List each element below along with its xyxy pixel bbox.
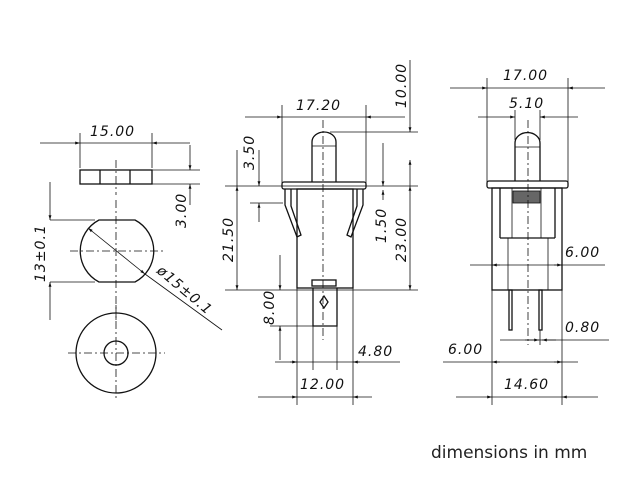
dim-front-plunger: 5.10 <box>509 96 544 112</box>
dim-side-plunger: 3.50 <box>242 135 258 170</box>
side-view: 17.20 10.00 23.00 1.50 21.50 3.50 8.00 <box>221 60 418 405</box>
dim-side-tab: 4.80 <box>358 344 393 360</box>
dim-washer-flat: 13±0.1 <box>33 224 49 282</box>
dim-front-pitch: 6.00 <box>448 342 483 358</box>
dim-washer-thickness: 3.00 <box>174 193 190 228</box>
dim-side-terminal: 8.00 <box>262 290 278 325</box>
dim-side-top: 10.00 <box>394 63 410 108</box>
dim-washer-width: 15.00 <box>90 124 135 140</box>
dim-front-inner: 6.00 <box>565 245 600 261</box>
dim-side-body: 12.00 <box>300 377 345 393</box>
dim-front-body: 14.60 <box>504 377 549 393</box>
units-caption: dimensions in mm <box>431 443 587 463</box>
dim-front-pin: 0.80 <box>565 320 600 336</box>
dim-washer-diameter: ø15±0.1 <box>153 262 216 318</box>
washer-views: 15.00 3.00 13±0.1 ø15±0.1 <box>33 124 223 400</box>
dim-side-total: 23.00 <box>394 217 410 262</box>
indicator-window <box>512 190 541 204</box>
dim-side-clip: 1.50 <box>374 208 390 243</box>
dim-side-width: 17.20 <box>296 98 341 114</box>
front-view: 17.00 5.10 6.00 0.80 6.00 <box>443 68 609 405</box>
dim-front-width: 17.00 <box>503 68 548 84</box>
dim-side-height: 21.50 <box>221 217 237 262</box>
